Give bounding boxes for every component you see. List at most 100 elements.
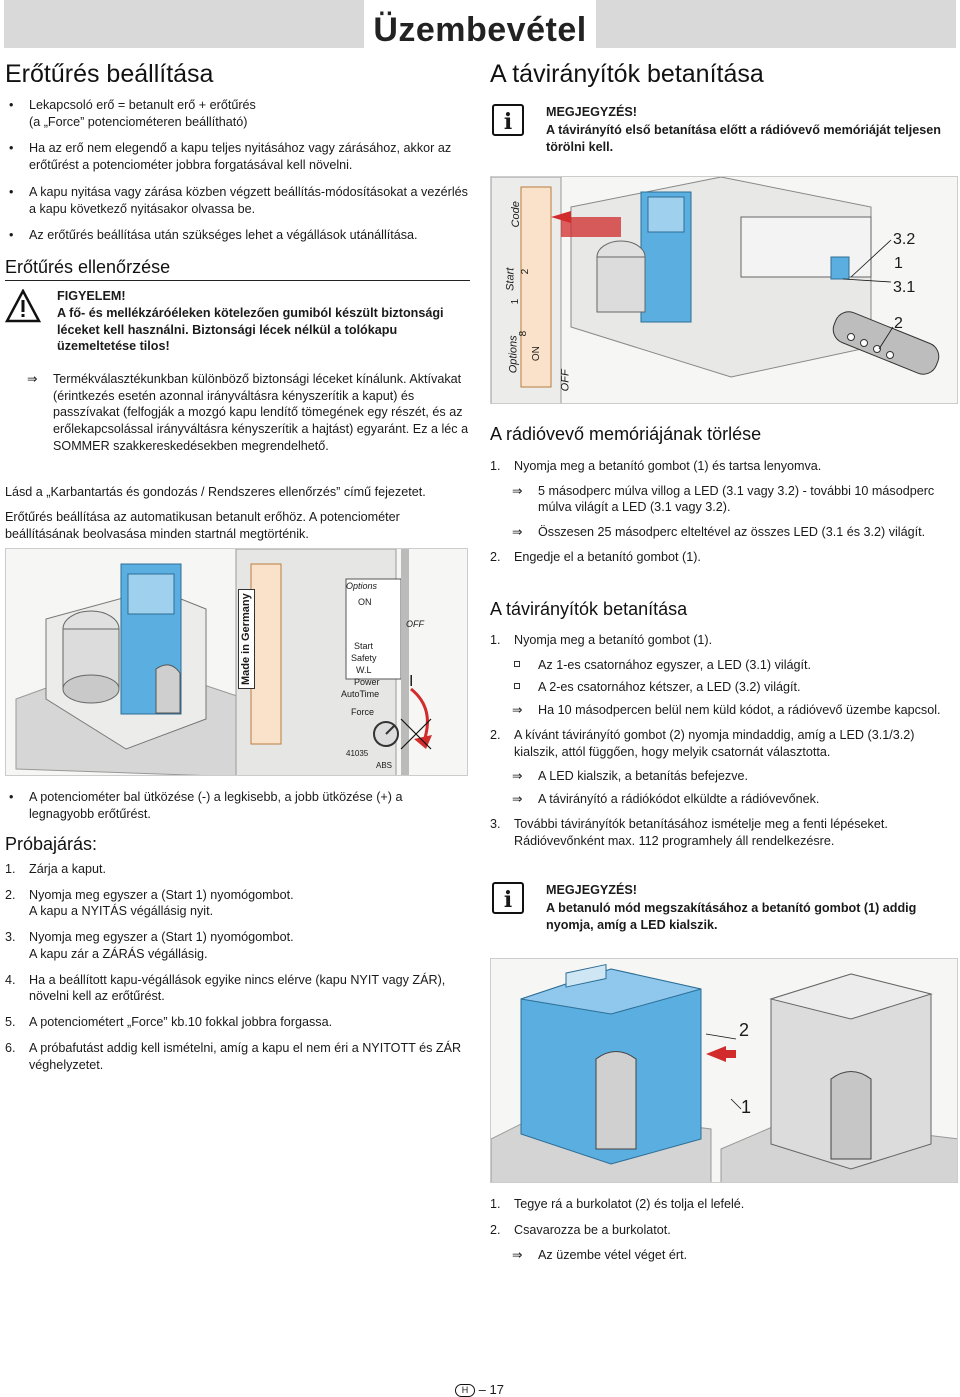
teach-square-item: A 2-es csatornához kétszer, a LED (3.2) … (490, 679, 955, 696)
code-label: 41035 (346, 749, 369, 758)
cover-label-1: 1 (741, 1097, 752, 1117)
arrow-icon: ⇒ (512, 703, 523, 718)
autotime-label: AutoTime (341, 689, 380, 699)
left-bullet-after: A potenciométer bal ütközése (-) a legki… (5, 789, 470, 832)
marker-label: I (409, 673, 414, 690)
led-3-1-label: 3.1 (893, 279, 916, 296)
teach-step: 1.Nyomja meg a betanító gombot (1). (490, 633, 713, 647)
receiver-illustration: Code Start Options ON OFF 2 1 8 3.2 1 3.… (490, 176, 958, 404)
force-label: Force (351, 707, 375, 717)
remote-2-label: 2 (894, 315, 903, 332)
test-step: 3.Nyomja meg egyszer a (Start 1) nyomógo… (5, 930, 294, 961)
info-arrow-text: Termékválasztékunkban különböző biztonsá… (53, 372, 469, 453)
teach-step: 2.A kívánt távirányító gombot (2) nyomja… (490, 727, 915, 759)
language-badge: H (455, 1384, 475, 1397)
left-bullet-list: Lekapcsoló erő = betanult erő + erőtűrés… (5, 97, 470, 254)
drive-unit-drawing (6, 549, 467, 775)
erase-steps: 1.Nyomja meg a betanító gombot (1) és ta… (490, 458, 955, 566)
erase-step: 1.Nyomja meg a betanító gombot (1) és ta… (490, 459, 822, 473)
options-label: Options (346, 581, 378, 591)
note2-text: A betanuló mód megszakításához a betanít… (546, 901, 917, 932)
cover-illustration: 2 1 (490, 958, 958, 1183)
teach-steps: 1.Nyomja meg a betanító gombot (1). Az 1… (490, 632, 955, 849)
final-arrow-item: ⇒Az üzembe vétel véget ért. (512, 1248, 688, 1263)
start-label: Start (354, 641, 374, 651)
info-icon: i (492, 882, 524, 914)
start-label: Start (504, 267, 517, 291)
square-bullet-icon (514, 660, 520, 667)
final-step: 2.Csavarozza be a burkolatot. (490, 1222, 671, 1237)
cover-label-2: 2 (739, 1020, 750, 1040)
on-label: ON (358, 597, 372, 607)
test-step: 5.A potenciométert „Force” kb.10 fokkal … (5, 1015, 333, 1030)
teach-title: A távirányítók betanítása (490, 599, 688, 619)
test-step: 2.Nyomja meg egyszer a (Start 1) nyomógo… (5, 887, 294, 919)
info-icon: i (492, 104, 524, 136)
test-steps: 1.Zárja a kaput. 2.Nyomja meg egyszer a … (5, 861, 470, 1082)
cover-drawing (491, 959, 957, 1182)
erase-step: 2.Engedje el a betanító gombot (1). (490, 549, 701, 564)
num-2-label: 2 (520, 268, 532, 275)
note1-text: A távirányító első betanítása előtt a rá… (546, 123, 941, 154)
safety-label: Safety (351, 653, 377, 663)
arrow-icon: ⇒ (27, 372, 38, 386)
test-step: 1.Zárja a kaput. (5, 862, 107, 876)
button-1-label: 1 (894, 255, 903, 272)
note2-label: MEGJEGYZÉS! (546, 883, 637, 897)
bullet-item: Ha az erő nem elegendő a kapu teljes nyi… (5, 140, 470, 173)
note1-label: MEGJEGYZÉS! (546, 105, 637, 119)
page-title: Üzembevétel (373, 11, 587, 49)
erase-arrow-item: ⇒5 másodperc múlva villog a LED (3.1 vag… (512, 483, 935, 515)
made-in-germany-label: Made in Germany (238, 589, 255, 689)
left-section-title: Erőtűrés beállítása (5, 60, 214, 88)
bullet-item: Az erőtűrés beállítása után szükséges le… (5, 227, 470, 244)
test-step: 6.A próbafutást addig kell ismételni, am… (5, 1040, 462, 1072)
dash-separator: – (478, 1382, 486, 1397)
warning-icon (5, 289, 41, 323)
final-steps: 1.Tegye rá a burkolatot (2) és tolja el … (490, 1196, 955, 1264)
warning-label: FIGYELEM! (57, 289, 126, 303)
teach-arrow-item: ⇒A LED kialszik, a betanítás befejezve. (512, 769, 749, 784)
arrow-icon: ⇒ (512, 483, 523, 498)
teach-step: 3.További távirányítók betanításához ism… (490, 816, 888, 848)
bullet-item: A kapu nyitása vagy zárása közben végzet… (5, 184, 470, 217)
warning-text: A fő- és mellékzáróéleken kötelezően gum… (57, 306, 444, 354)
arrow-icon: ⇒ (512, 792, 523, 807)
arrow-icon: ⇒ (512, 769, 523, 784)
on-label: ON (530, 346, 542, 362)
bullet-item: Lekapcsoló erő = betanult erő + erőtűrés… (5, 97, 470, 130)
check-underline (5, 280, 470, 281)
options-label: Options (507, 335, 520, 374)
left-para-1: Lásd a „Karbantartás és gondozás / Rends… (5, 485, 426, 499)
info-arrow-item: ⇒ Termékválasztékunkban különböző bizton… (5, 371, 470, 455)
header-bar-right (596, 0, 956, 48)
code-label: Code (509, 201, 522, 228)
num-1-label: 1 (510, 298, 522, 305)
check-title: Erőtűrés ellenőrzése (5, 257, 171, 277)
test-title: Próbajárás: (5, 834, 98, 854)
page-footer: H – 17 (455, 1381, 504, 1397)
final-step: 1.Tegye rá a burkolatot (2) és tolja el … (490, 1197, 745, 1211)
bullet-item: A potenciométer bal ütközése (-) a legki… (5, 789, 470, 822)
teach-arrow-item: ⇒Ha 10 másodpercen belül nem küld kódot,… (512, 703, 941, 718)
off-label: OFF (559, 369, 572, 392)
page-number: 17 (489, 1382, 504, 1397)
erase-arrow-item: ⇒Összesen 25 másodperc elteltével az öss… (512, 525, 926, 540)
led-3-2-label: 3.2 (893, 231, 916, 248)
right-section-title: A távirányítók betanítása (490, 60, 764, 88)
header-bar-left (4, 0, 364, 48)
left-para-2: Erőtűrés beállítása az automatikusan bet… (5, 510, 400, 541)
test-step: 4.Ha a beállított kapu-végállások egyike… (5, 972, 446, 1004)
receiver-board-drawing (491, 177, 957, 403)
wl-label: W.L (356, 665, 372, 675)
power-label: Power (354, 677, 380, 687)
arrow-icon: ⇒ (512, 1248, 523, 1263)
arrow-icon: ⇒ (512, 525, 523, 540)
num-8-label: 8 (518, 330, 530, 337)
teach-square-item: Az 1-es csatornához egyszer, a LED (3.1)… (490, 657, 955, 674)
force-potentiometer-illustration: Made in Germany Options ON OFF Start Saf… (5, 548, 468, 776)
off-label: OFF (406, 619, 424, 629)
square-bullet-icon (514, 683, 520, 690)
abs-label: ABS (376, 761, 393, 770)
teach-arrow-item: ⇒A távirányító a rádiókódot elküldte a r… (512, 792, 820, 807)
